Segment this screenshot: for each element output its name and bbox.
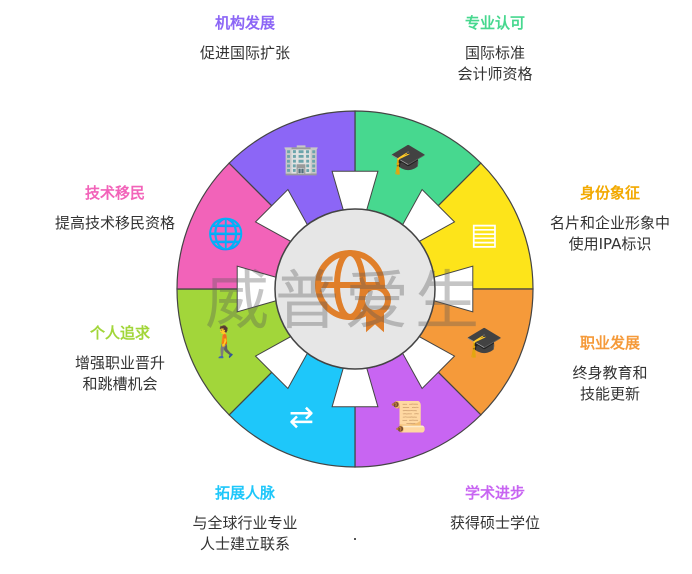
watermark: 威普爱生 bbox=[205, 265, 485, 339]
label-5: 个人追求增强职业晋升和跳槽机会 bbox=[20, 322, 220, 395]
id-card-icon: ▤ bbox=[470, 217, 499, 253]
label-7: 机构发展促进国际扩张 bbox=[145, 12, 345, 64]
label-desc: 与全球行业专业 bbox=[192, 514, 298, 532]
education-skills-icon: 🎓 bbox=[465, 324, 503, 360]
label-desc: 和跳槽机会 bbox=[82, 375, 158, 393]
label-title: 机构发展 bbox=[214, 14, 275, 32]
label-desc: 提高技术移民资格 bbox=[54, 214, 175, 232]
climbing-stairs-icon: 🚶 bbox=[206, 324, 245, 360]
label-desc: 技能更新 bbox=[579, 385, 640, 403]
label-4: 拓展人脉与全球行业专业人士建立联系 bbox=[145, 482, 345, 555]
label-desc: 获得硕士学位 bbox=[449, 514, 540, 532]
label-title: 身份象征 bbox=[579, 184, 640, 202]
label-1: 身份象征名片和企业形象中使用IPA标识 bbox=[510, 182, 692, 255]
passport-globe-icon: 🌐 bbox=[206, 217, 245, 253]
center-circle bbox=[274, 208, 436, 370]
label-title: 职业发展 bbox=[579, 334, 640, 352]
label-desc: 国际标准 bbox=[464, 44, 525, 62]
label-desc: 增强职业晋升 bbox=[74, 354, 165, 372]
label-desc: 人士建立联系 bbox=[199, 535, 290, 553]
label-2: 职业发展终身教育和技能更新 bbox=[510, 332, 692, 405]
global-building-icon: 🏢 bbox=[282, 141, 321, 177]
label-title: 个人追求 bbox=[89, 324, 150, 342]
label-title: 学术进步 bbox=[464, 484, 525, 502]
label-title: 拓展人脉 bbox=[214, 484, 275, 502]
label-0: 专业认可国际标准会计师资格 bbox=[395, 12, 595, 85]
globe-certificate-icon bbox=[315, 250, 391, 333]
label-6: 技术移民提高技术移民资格 bbox=[15, 182, 215, 234]
label-title: 专业认可 bbox=[464, 14, 525, 32]
label-desc: 名片和企业形象中 bbox=[549, 214, 670, 232]
label-3: 学术进步获得硕士学位 bbox=[395, 482, 595, 534]
label-desc: 终身教育和 bbox=[572, 364, 648, 382]
dot bbox=[354, 538, 356, 540]
label-desc: 使用IPA标识 bbox=[568, 235, 652, 253]
graduate-icon: 🎓 bbox=[389, 141, 428, 177]
network-icon: ⇄ bbox=[288, 400, 314, 436]
label-desc: 促进国际扩张 bbox=[199, 44, 290, 62]
label-desc: 会计师资格 bbox=[457, 65, 533, 83]
label-title: 技术移民 bbox=[84, 184, 145, 202]
diploma-icon: 📜 bbox=[389, 400, 428, 436]
